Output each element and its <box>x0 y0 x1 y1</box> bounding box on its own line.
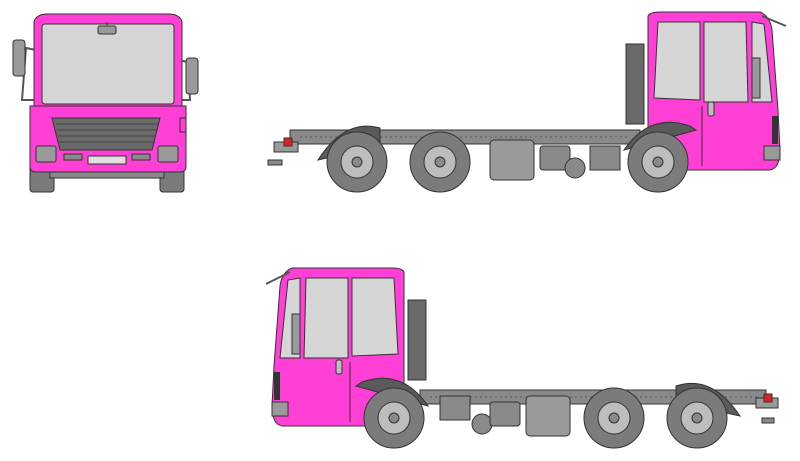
interior-mirror <box>97 25 117 35</box>
rear-wheel-1 <box>326 131 388 193</box>
battery-box <box>539 145 571 171</box>
door-window-left <box>303 277 349 359</box>
side-mirror <box>751 57 761 99</box>
fuel-tank-left <box>525 395 571 437</box>
front-black-panel <box>772 116 778 144</box>
exhaust-stack <box>625 43 645 125</box>
tail-light-left <box>763 393 773 403</box>
left-fog-light <box>63 153 83 161</box>
grille-slats <box>56 123 158 143</box>
left-headlight <box>35 145 57 163</box>
fuel-tank <box>489 139 535 181</box>
rear-wheel-left-1 <box>583 387 645 449</box>
door-handle <box>707 101 715 117</box>
rear-side-window-left <box>351 277 399 357</box>
door-window <box>703 21 749 103</box>
front-wheel <box>627 131 689 193</box>
front-windshield <box>41 23 175 105</box>
right-side-view <box>267 11 787 193</box>
door-handle-left <box>335 359 343 375</box>
rear-wheel-2 <box>409 131 471 193</box>
left-side-view <box>265 267 779 449</box>
right-headlight <box>157 145 179 163</box>
left-mirror <box>12 39 26 77</box>
side-mirror-left <box>291 313 301 355</box>
license-plate <box>87 155 127 165</box>
front-wheel-left <box>363 387 425 449</box>
front-grille <box>51 117 161 151</box>
air-tank <box>564 157 586 179</box>
right-fog-light <box>131 153 151 161</box>
front-light <box>763 145 781 161</box>
exhaust-stack-left <box>407 299 427 381</box>
front-view <box>12 13 199 193</box>
right-mirror <box>185 57 199 95</box>
tail-light <box>283 137 293 147</box>
front-light-left <box>271 401 289 417</box>
rear-wheel-left-2 <box>666 387 728 449</box>
rear-side-window <box>653 21 701 101</box>
